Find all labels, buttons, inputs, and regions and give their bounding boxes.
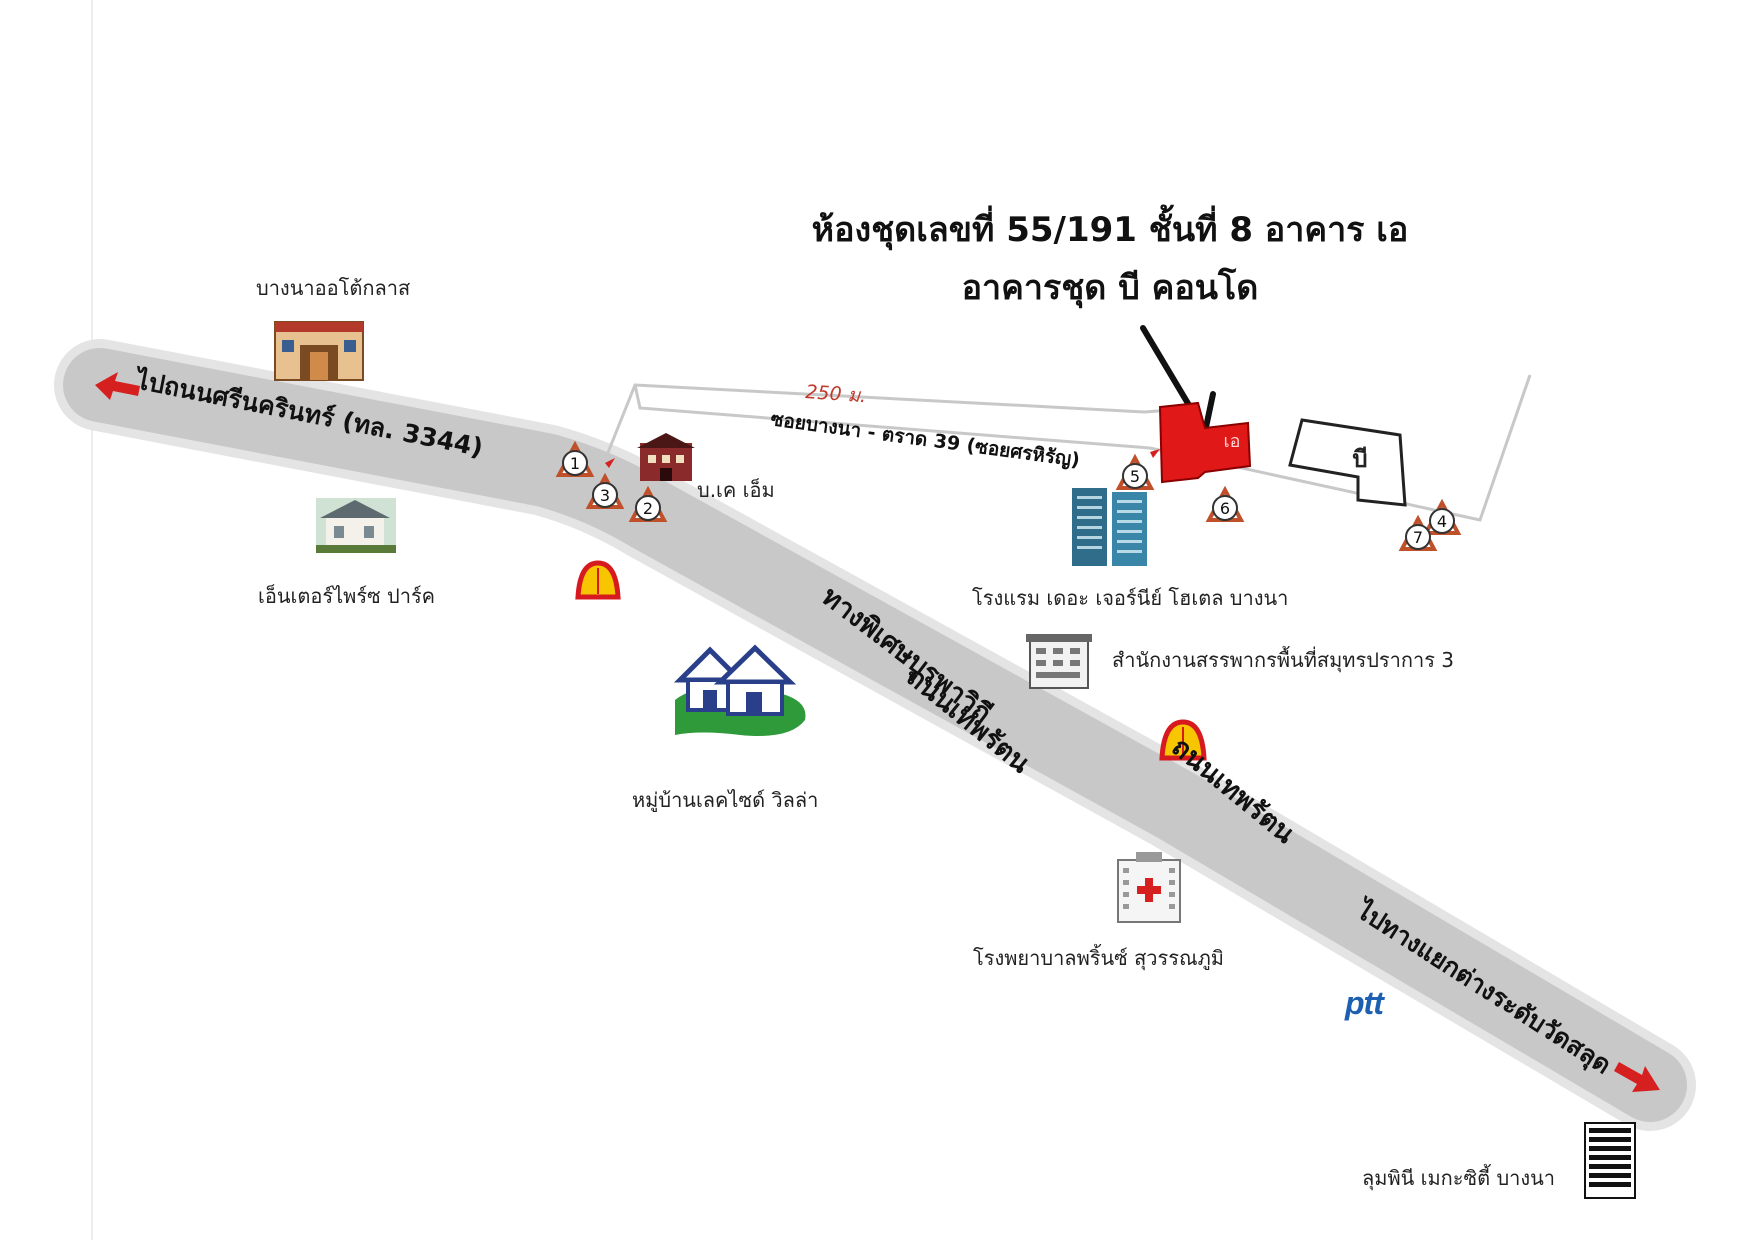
marker-label: 7 (1413, 528, 1423, 547)
soi-entrance-marker-2 (1150, 449, 1160, 458)
landmark-lakeside-villa: หมู่บ้านเลคไซด์ วิลล่า (632, 788, 819, 812)
arrow-left-icon (95, 372, 140, 400)
marker-2: 2 (628, 485, 668, 522)
shell-logo-icon-2 (1159, 719, 1207, 761)
marker-layer: 1 2 3 4 5 6 7 (555, 440, 1462, 551)
marker-label: 3 (600, 486, 610, 505)
marker-3: 3 (585, 472, 625, 509)
arrow-right-icon (1614, 1062, 1660, 1092)
landmark-hotel: โรงแรม เดอะ เจอร์นีย์ โฮเตล บางนา (972, 586, 1289, 610)
building-a-label: เอ (1224, 431, 1241, 452)
landmark-revenue-office: สำนักงานสรรพากรพื้นที่สมุทรปราการ 3 (1112, 648, 1455, 672)
landmark-hospital: โรงพยาบาลพริ้นซ์ สุวรรณภูมิ (973, 946, 1224, 970)
office-building-icon (1026, 634, 1092, 689)
marker-label: 4 (1437, 512, 1447, 531)
bkm-building-icon (637, 433, 695, 481)
enterprise-park-house-icon (316, 498, 396, 553)
headline-unit-number: ห้องชุดเลขที่ 55/191 ชั้นที่ 8 อาคาร เอ (811, 210, 1409, 250)
road-label-wat-salud: ไปทางแยกต่างระดับวัดสลุด (1349, 893, 1616, 1080)
ptt-logo: ptt (1345, 985, 1384, 1021)
headline-condo-name: อาคารชุด บี คอนโด (961, 268, 1259, 308)
marker-1: 1 (555, 440, 595, 477)
shell-logo-icon (575, 560, 621, 600)
auto-glass-building-icon (274, 321, 364, 381)
building-a: เอ (1158, 401, 1252, 484)
marker-5: 5 (1115, 453, 1155, 490)
distance-label: 250 ม. (805, 381, 867, 407)
building-b-label: บี (1352, 445, 1367, 473)
landmark-lumpini: ลุมพินี เมกะซิตี้ บางนา (1362, 1166, 1556, 1190)
soi-line (603, 374, 1532, 522)
marker-label: 5 (1130, 467, 1140, 486)
village-house-icon (673, 644, 806, 736)
soi-entrance-marker (605, 458, 615, 468)
landmark-enterprise-park: เอ็นเตอร์ไพร์ซ ปาร์ค (258, 584, 436, 608)
marker-label: 6 (1220, 499, 1230, 518)
landmark-auto-glass: บางนาออโต้กลาส (256, 276, 411, 300)
lumpini-tower-icon (1584, 1122, 1636, 1199)
marker-label: 2 (643, 499, 653, 518)
main-road (54, 339, 1696, 1131)
hotel-tower-icon (1072, 488, 1147, 566)
building-b: บี (1288, 418, 1407, 507)
hospital-icon (1117, 852, 1181, 923)
landmark-bkm: บ.เค เอ็ม (697, 478, 775, 502)
marker-label: 1 (570, 454, 580, 473)
marker-6: 6 (1205, 485, 1245, 522)
marker-7: 7 (1398, 514, 1438, 551)
marker-4: 4 (1422, 498, 1462, 535)
